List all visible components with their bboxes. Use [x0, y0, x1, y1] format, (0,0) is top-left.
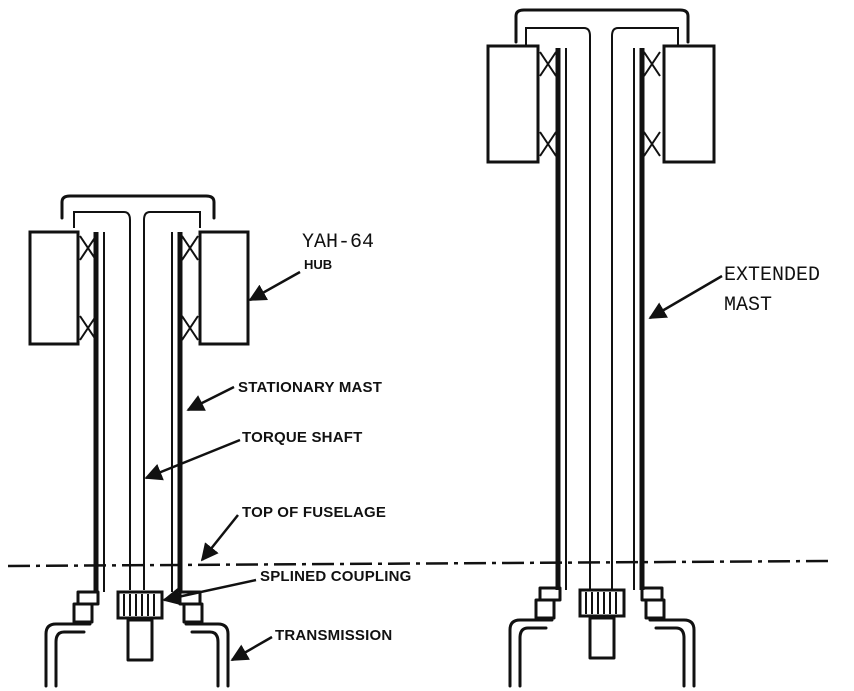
- hub-leader: [248, 270, 301, 302]
- coupling-shaft: [126, 618, 154, 662]
- splined-coupling-label: SPLINED COUPLING: [260, 568, 412, 585]
- stationary-mast-label: STATIONARY MAST: [238, 379, 383, 396]
- ext-hub-inner-left: [525, 27, 591, 592]
- extended-mast-assembly: [486, 8, 716, 688]
- hub-label-line1: YAH-64: [302, 231, 375, 254]
- ext-hub-block-left: [486, 44, 540, 164]
- transmission-right: [184, 622, 230, 688]
- fuselage-line: [7, 559, 831, 568]
- extended-mast-label-line2: MAST: [724, 294, 773, 317]
- hub-block-left: [28, 230, 80, 346]
- bearing-left: [79, 235, 97, 341]
- ext-hub-inner-right: [611, 27, 679, 592]
- extended-mast-label-line1: EXTENDED: [724, 264, 821, 287]
- transmission-leader: [230, 635, 273, 662]
- ext-hub-block-right: [662, 44, 716, 164]
- coupling-leader: [162, 578, 257, 606]
- ext-hub-cap-outer: [514, 8, 690, 44]
- fuselage-leader: [200, 514, 239, 562]
- top-of-fuselage-label: TOP OF FUSELAGE: [242, 504, 387, 521]
- hub-inner-right: [143, 211, 201, 590]
- hub-label-line2: HUB: [304, 257, 333, 272]
- bearing-right: [181, 235, 199, 341]
- torque-shaft-leader: [144, 438, 241, 481]
- standard-mast-assembly: [28, 194, 250, 688]
- stationary-mast-leader: [186, 385, 235, 412]
- ext-transmission-left: [508, 618, 554, 688]
- hub-inner-left: [73, 211, 131, 590]
- extended-mast-leader: [648, 274, 723, 320]
- ext-transmission-right: [648, 618, 696, 688]
- transmission-left: [44, 622, 92, 688]
- torque-shaft-label: TORQUE SHAFT: [242, 429, 363, 446]
- hub-block-right: [198, 230, 250, 346]
- transmission-label: TRANSMISSION: [275, 627, 393, 644]
- hub-cap-outer: [60, 194, 216, 220]
